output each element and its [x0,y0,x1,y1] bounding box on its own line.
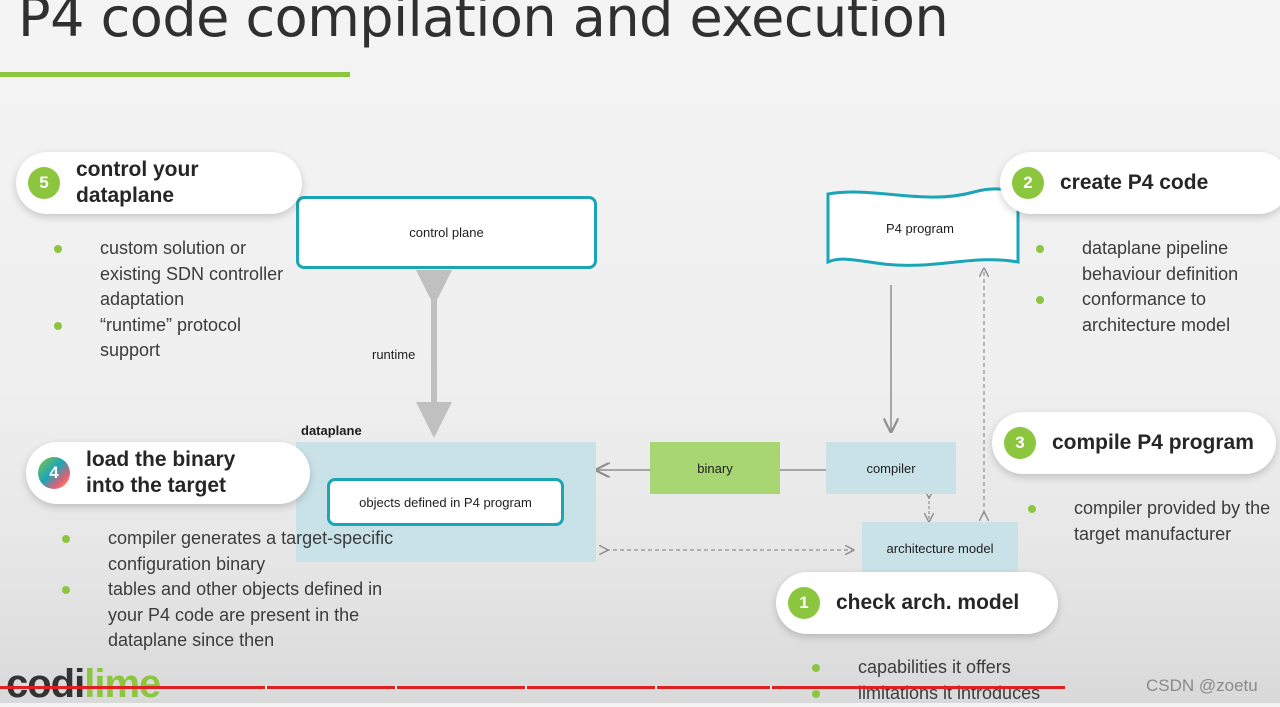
step-1-bullets: capabilities it offers limitations it in… [812,655,1072,706]
list-item: compiler provided by the target manufact… [1028,496,1280,547]
step-5-text: control your dataplane [76,158,199,207]
compiler-label: compiler [866,460,916,476]
runtime-label: runtime [372,347,416,362]
step-1-number: 1 [788,587,820,619]
list-item: “runtime” protocol support [54,313,304,364]
step-4-text: load the binary into the target [86,448,236,497]
objects-box: objects defined in P4 program [327,478,564,526]
p4-program-shape [826,187,1020,267]
step-1-pill: 1 check arch. model [776,572,1058,634]
binary-label: binary [697,460,733,476]
logo-right-text: lime [84,662,161,706]
step-5-bullets: custom solution or existing SDN controll… [54,236,304,364]
codilime-logo: codilime [6,662,161,707]
step-2-text: create P4 code [1060,171,1209,194]
control-plane-label: control plane [409,225,484,240]
step-2-number: 2 [1012,167,1044,199]
dataplane-label: dataplane [301,423,362,438]
objects-label: objects defined in P4 program [359,494,532,510]
binary-box: binary [650,442,780,494]
title-underline [0,72,350,77]
step-4-pill: 4 load the binary into the target [26,442,310,504]
step-5-number: 5 [28,167,60,199]
p4-program-label: P4 program [886,221,954,236]
list-item: limitations it introduces [812,681,1072,707]
control-plane-box: control plane [296,196,597,269]
page-title: P4 code compilation and execution [18,0,949,49]
architecture-model-label: architecture model [886,540,994,556]
list-item: custom solution or existing SDN controll… [54,236,304,313]
step-3-number: 3 [1004,427,1036,459]
step-4-number: 4 [38,457,70,489]
compiler-box: compiler [826,442,956,494]
list-item: conformance to architecture model [1036,287,1266,338]
list-item: compiler generates a target-specific con… [62,526,402,577]
video-progress-bar[interactable] [0,686,1065,689]
step-2-pill: 2 create P4 code [1000,152,1280,214]
logo-left-text: codi [6,662,85,706]
list-item: tables and other objects defined in your… [62,577,402,654]
step-5-pill: 5 control your dataplane [16,152,302,214]
step-4-bullets: compiler generates a target-specific con… [62,526,402,654]
step-1-text: check arch. model [836,591,1020,614]
list-item: dataplane pipeline behaviour definition [1036,236,1266,287]
list-item: capabilities it offers [812,655,1072,681]
step-2-bullets: dataplane pipeline behaviour definition … [1036,236,1266,338]
architecture-model-box: architecture model [862,522,1018,574]
step-3-text: compile P4 program [1052,431,1254,454]
step-3-pill: 3 compile P4 program [992,412,1276,474]
step-3-bullets: compiler provided by the target manufact… [1028,496,1280,547]
watermark-text: CSDN @zoetu [1146,676,1258,695]
